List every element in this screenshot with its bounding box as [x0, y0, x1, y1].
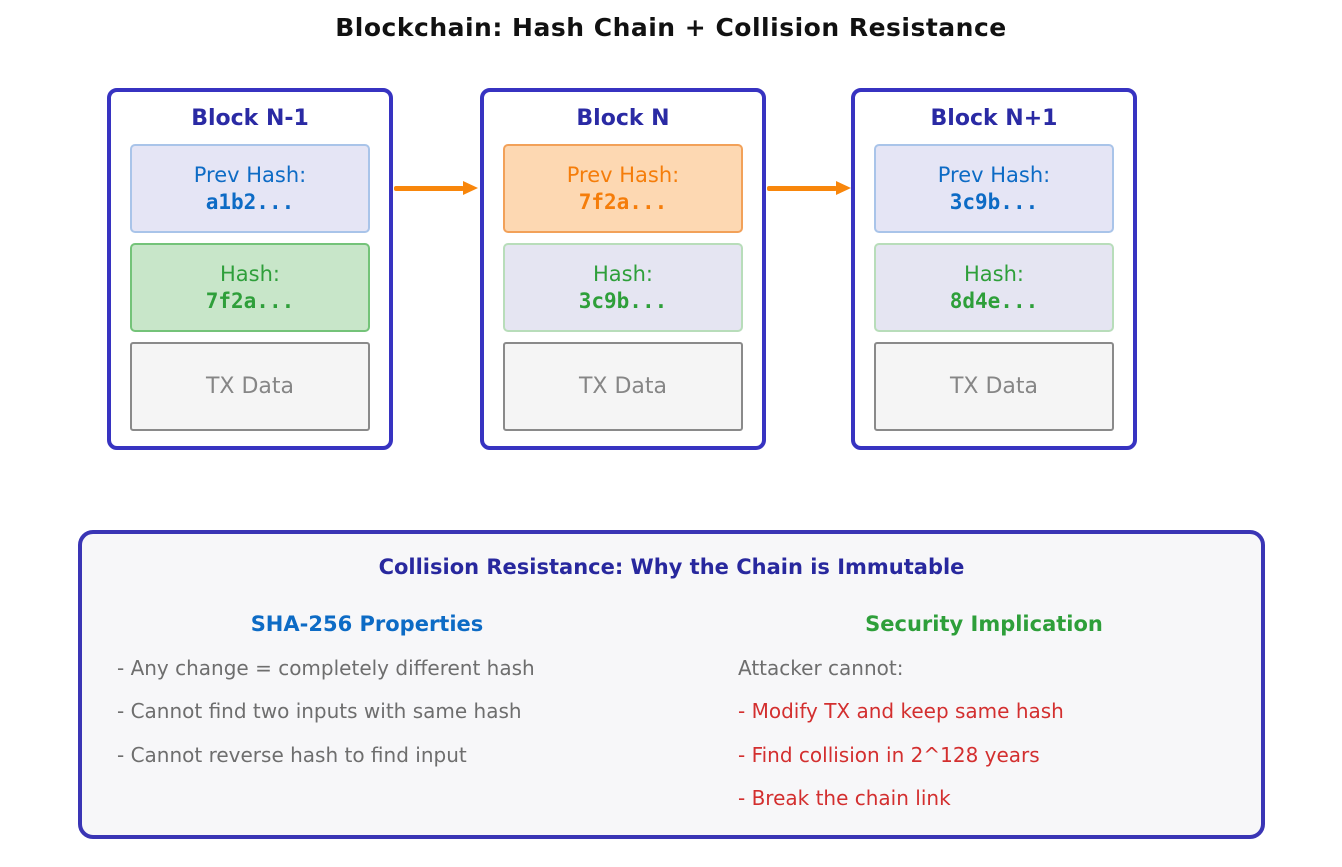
- property-item: - Cannot reverse hash to find input: [117, 742, 467, 767]
- hash-label: Hash:: [220, 262, 280, 286]
- prev-hash-cell: Prev Hash: 3c9b...: [874, 144, 1114, 233]
- tx-data-label: TX Data: [578, 374, 668, 399]
- prev-hash-label: Prev Hash:: [937, 163, 1051, 187]
- implication-item: - Modify TX and keep same hash: [738, 699, 1064, 724]
- arrow-head-icon: [463, 181, 478, 195]
- hash-label: Hash:: [964, 262, 1024, 286]
- hash-label: Hash:: [593, 262, 653, 286]
- chain-link-arrow: [394, 181, 478, 195]
- prev-hash-value: a1b2...: [205, 190, 295, 214]
- block-n-plus-1: Block N+1 Prev Hash: 3c9b... Hash: 8d4e.…: [851, 88, 1137, 450]
- block-n-minus-1: Block N-1 Prev Hash: a1b2... Hash: 7f2a.…: [107, 88, 393, 450]
- tx-data-cell: TX Data: [130, 342, 370, 431]
- prev-hash-value: 7f2a...: [578, 190, 668, 214]
- hash-cell: Hash: 3c9b...: [503, 243, 743, 332]
- block-title: Block N+1: [930, 105, 1058, 131]
- block-n: Block N Prev Hash: 7f2a... Hash: 3c9b...…: [480, 88, 766, 450]
- collision-resistance-panel: Collision Resistance: Why the Chain is I…: [78, 530, 1265, 839]
- prev-hash-label: Prev Hash:: [193, 163, 307, 187]
- security-implication-header: Security Implication: [865, 612, 1103, 636]
- hash-cell: Hash: 7f2a...: [130, 243, 370, 332]
- tx-data-cell: TX Data: [503, 342, 743, 431]
- implication-item: - Find collision in 2^128 years: [738, 742, 1040, 767]
- sha256-properties-list: - Any change = completely different hash…: [117, 646, 535, 777]
- arrow-head-icon: [836, 181, 851, 195]
- property-item: - Any change = completely different hash: [117, 655, 535, 680]
- prev-hash-label: Prev Hash:: [566, 163, 680, 187]
- tx-data-label: TX Data: [205, 374, 295, 399]
- attacker-cannot-label: Attacker cannot:: [738, 655, 904, 680]
- block-title: Block N-1: [191, 105, 309, 131]
- tx-data-cell: TX Data: [874, 342, 1114, 431]
- implication-item: - Break the chain link: [738, 786, 951, 811]
- sha256-properties-header: SHA-256 Properties: [250, 612, 484, 636]
- chain-link-arrow: [767, 181, 851, 195]
- security-implication-list: Attacker cannot: - Modify TX and keep sa…: [738, 646, 1064, 820]
- panel-title: Collision Resistance: Why the Chain is I…: [378, 555, 965, 579]
- hash-value: 3c9b...: [578, 289, 668, 313]
- property-item: - Cannot find two inputs with same hash: [117, 699, 522, 724]
- hash-value: 7f2a...: [205, 289, 295, 313]
- prev-hash-cell: Prev Hash: a1b2...: [130, 144, 370, 233]
- prev-hash-cell: Prev Hash: 7f2a...: [503, 144, 743, 233]
- hash-value: 8d4e...: [949, 289, 1039, 313]
- hash-cell: Hash: 8d4e...: [874, 243, 1114, 332]
- prev-hash-value: 3c9b...: [949, 190, 1039, 214]
- diagram-title: Blockchain: Hash Chain + Collision Resis…: [335, 13, 1007, 42]
- arrow-shaft: [394, 186, 464, 191]
- arrow-shaft: [767, 186, 837, 191]
- tx-data-label: TX Data: [949, 374, 1039, 399]
- block-title: Block N: [576, 105, 670, 131]
